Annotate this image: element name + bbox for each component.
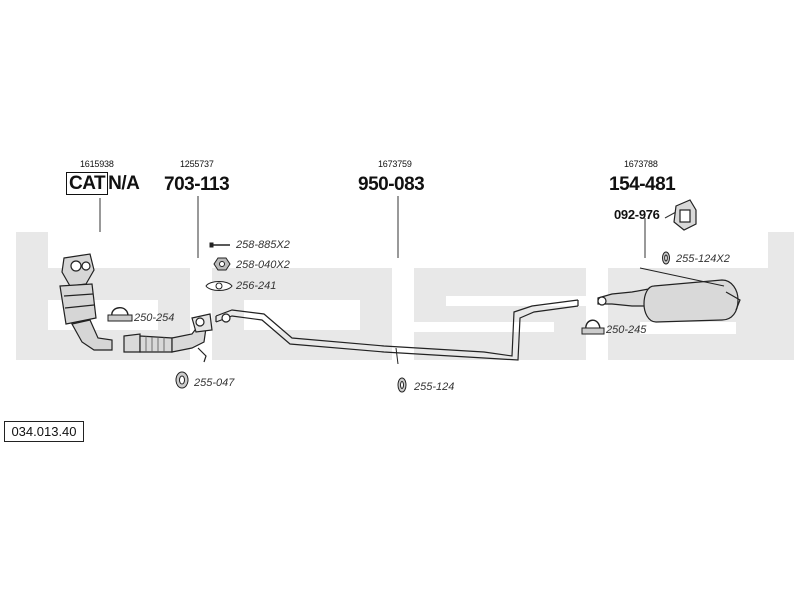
rear-silencer-code[interactable]: 154-481 (609, 174, 676, 195)
mounting-kit-code[interactable]: 092-976 (614, 207, 660, 222)
clamp-rear-icon[interactable] (581, 319, 605, 335)
acc-label-nut[interactable]: 258-040X2 (236, 259, 290, 271)
acc-label-clamp-rear[interactable]: 250-245 (606, 324, 647, 336)
oe-number-rear-silencer: 1673788 (624, 159, 658, 169)
mounting-kit-part[interactable] (673, 199, 697, 231)
catalytic-converter-part[interactable] (59, 253, 113, 351)
acc-label-rubber-middle[interactable]: 255-124 (414, 381, 455, 393)
middle-pipe-part[interactable] (215, 299, 579, 365)
nut-icon[interactable] (213, 257, 231, 271)
middle-pipe-code[interactable]: 950-083 (358, 174, 425, 195)
leader-mounting-kit (664, 211, 677, 219)
acc-label-bolt[interactable]: 258-885X2 (236, 239, 290, 251)
front-pipe-part[interactable] (123, 313, 213, 363)
rubber-front-icon[interactable] (175, 371, 189, 389)
front-pipe-code[interactable]: 703-113 (164, 174, 230, 195)
rubber-rear-icon[interactable] (662, 251, 670, 265)
acc-label-clamp-front[interactable]: 250-254 (134, 312, 175, 324)
diagram-reference-number: 034.013.40 (4, 421, 84, 442)
acc-label-rubber-rear[interactable]: 255-124X2 (676, 253, 730, 265)
acc-label-rubber-front[interactable]: 255-047 (194, 377, 235, 389)
acc-label-gasket[interactable]: 256-241 (236, 280, 277, 292)
oe-number-cat: 1615938 (80, 159, 114, 169)
rubber-middle-icon[interactable] (397, 377, 407, 393)
cat-code: N/A (108, 173, 140, 194)
rear-silencer-part[interactable] (597, 267, 741, 323)
bolt-icon[interactable] (209, 242, 230, 248)
cat-badge: CAT (66, 172, 109, 195)
oe-number-front-pipe: 1255737 (180, 159, 214, 169)
oe-number-middle-pipe: 1673759 (378, 159, 412, 169)
clamp-front-icon[interactable] (107, 307, 133, 322)
gasket-icon[interactable] (205, 281, 233, 291)
